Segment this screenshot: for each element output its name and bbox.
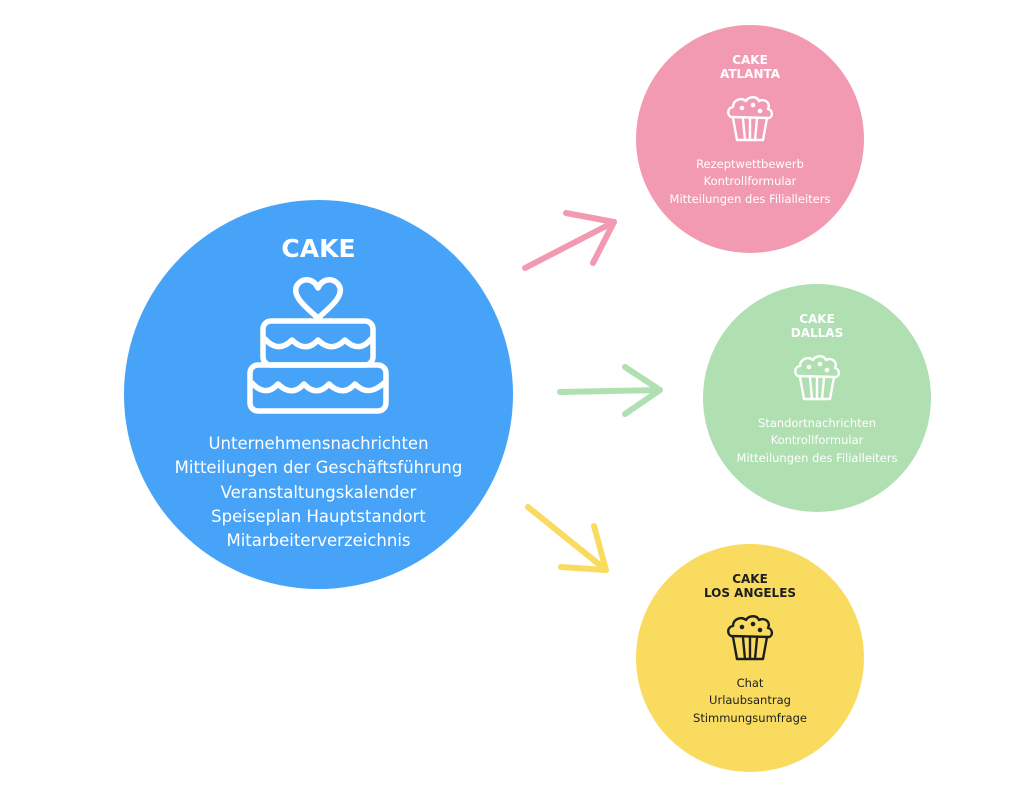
branch-title-line2: DALLAS <box>790 326 844 341</box>
main-item: Speiseplan Hauptstandort <box>211 506 426 526</box>
muffin-icon <box>727 615 774 661</box>
branch-items: Rezeptwettbewerb Kontrollformular Mittei… <box>636 156 864 208</box>
branch-atlanta-node: CAKE ATLANTA Rezeptwettbewerb Kontrollfo… <box>636 25 864 253</box>
branch-item: Mitteilungen des Filialleiters <box>736 450 898 465</box>
main-items: Unternehmensnachrichten Mitteilungen der… <box>124 432 513 553</box>
branch-item: Standortnachrichten <box>757 416 877 430</box>
branch-title: CAKE ATLANTA <box>636 53 864 82</box>
branch-item: Kontrollformular <box>770 433 864 448</box>
branch-title-line2: ATLANTA <box>719 67 781 82</box>
branch-item: Mitteilungen des Filialleiters <box>669 191 831 206</box>
main-node: CAKE Unternehmensnachrichten Mitteilunge… <box>124 200 513 589</box>
branch-dallas-node: CAKE DALLAS Standortnachrichten Kontroll… <box>703 284 931 512</box>
arrow-to-dallas <box>557 364 663 417</box>
main-title: CAKE <box>281 234 356 263</box>
cake-icon <box>247 277 389 414</box>
branch-los-angeles-node: CAKE LOS ANGELES Chat Urlaubsantrag Stim… <box>636 544 864 772</box>
branch-item: Chat <box>736 676 764 690</box>
muffin-icon <box>727 96 774 142</box>
branch-title-line2: LOS ANGELES <box>703 586 797 601</box>
branch-title-line1: CAKE <box>799 312 835 326</box>
arrow-to-la <box>525 504 609 573</box>
main-item: Mitarbeiterverzeichnis <box>226 531 411 550</box>
branch-title: CAKE DALLAS <box>703 312 931 341</box>
main-item: Unternehmensnachrichten <box>208 434 429 453</box>
main-item: Mitteilungen der Geschäftsführung <box>174 458 463 478</box>
branch-item: Rezeptwettbewerb <box>696 157 804 171</box>
branch-item: Kontrollformular <box>703 174 797 189</box>
branch-item: Urlaubsantrag <box>709 693 791 708</box>
main-item: Veranstaltungskalender <box>220 482 417 502</box>
branch-item: Stimmungsumfrage <box>693 710 807 725</box>
branch-title-line1: CAKE <box>732 53 768 67</box>
branch-title-line1: CAKE <box>732 572 768 586</box>
arrow-to-atlanta <box>522 210 617 271</box>
branch-title: CAKE LOS ANGELES <box>636 572 864 601</box>
muffin-icon <box>794 355 841 401</box>
branch-items: Chat Urlaubsantrag Stimmungsumfrage <box>636 675 864 727</box>
branch-items: Standortnachrichten Kontrollformular Mit… <box>703 415 931 467</box>
